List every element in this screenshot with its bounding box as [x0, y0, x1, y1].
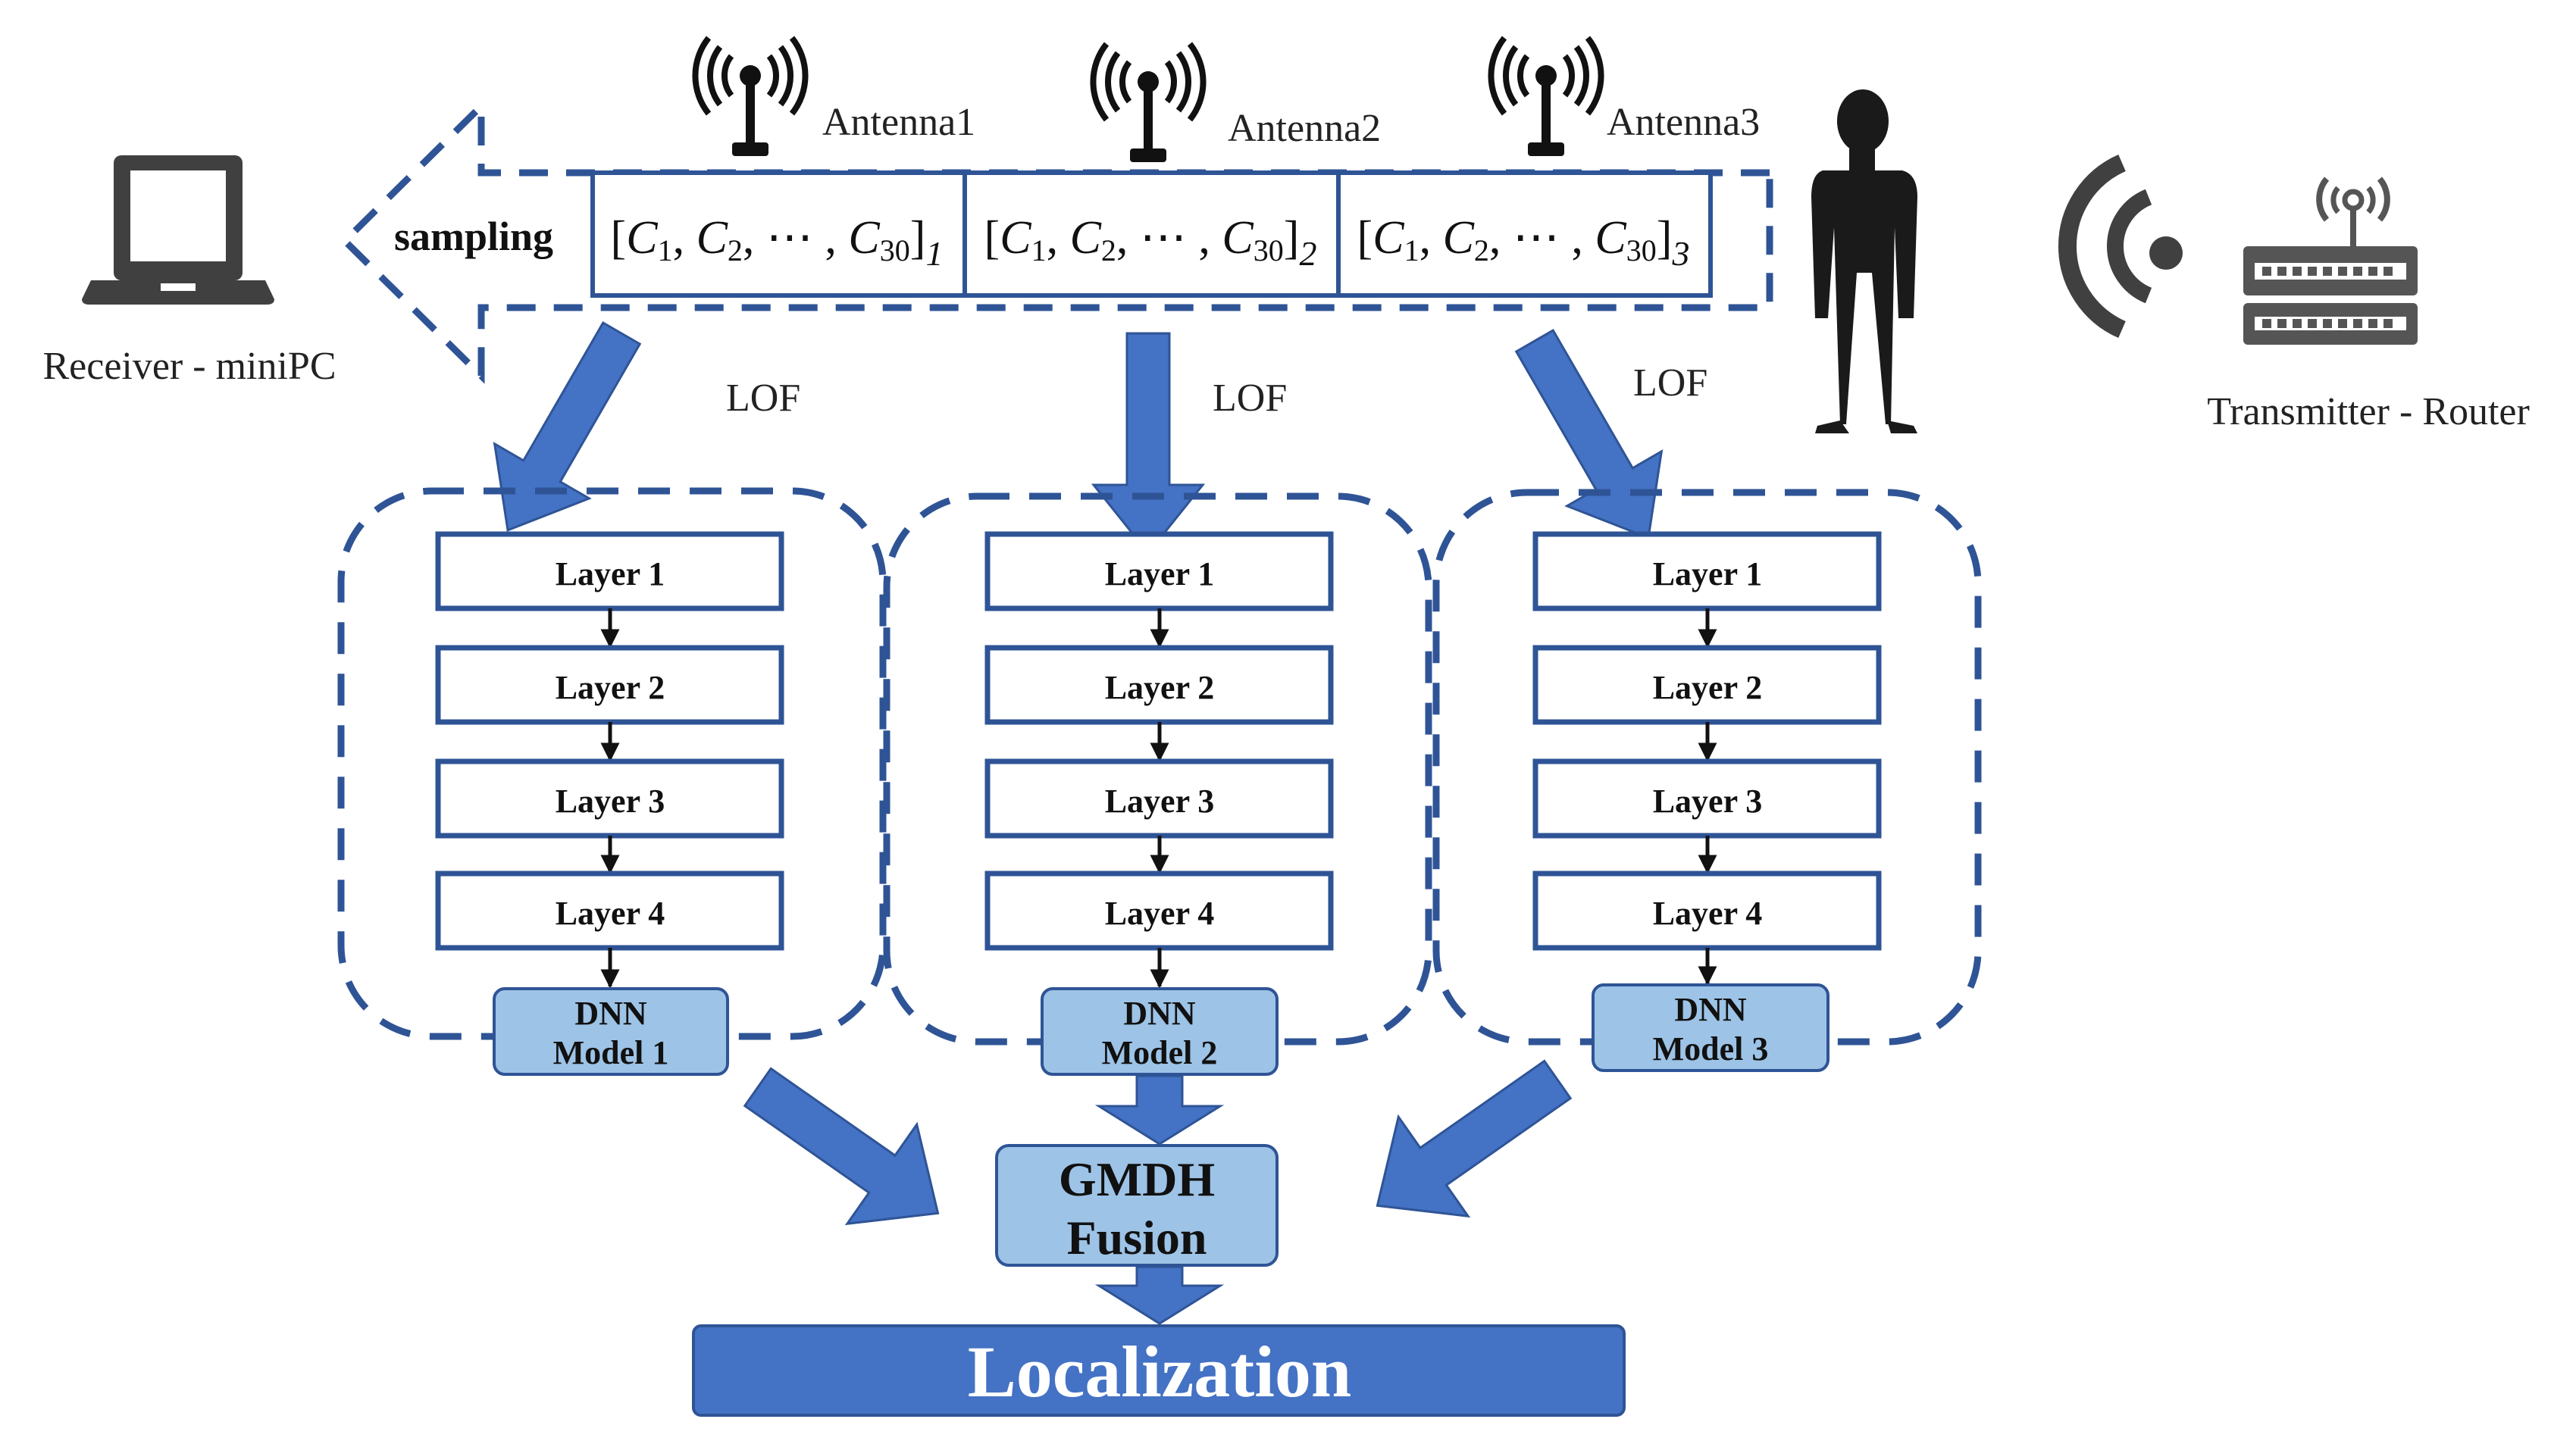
layer-label: Layer 1 — [556, 555, 665, 592]
csi-vector-3: [C1, C2, ⋯ , C30]3 — [1357, 212, 1690, 273]
localization-arrow — [1094, 1265, 1225, 1325]
router-icon — [2243, 177, 2418, 345]
layer-box — [1532, 758, 1882, 839]
layer-label: Layer 2 — [1653, 669, 1763, 706]
layer-label: Layer 3 — [1105, 783, 1215, 820]
layer-label: Layer 1 — [1105, 555, 1215, 592]
layer-label: Layer 4 — [1653, 895, 1763, 932]
dnn-model-box — [1041, 987, 1279, 1076]
localization-label: Localization — [968, 1331, 1352, 1412]
lof-arrow-1 — [493, 320, 642, 532]
antenna3-label: Antenna3 — [1607, 101, 1760, 144]
receiver-label: Receiver - miniPC — [42, 345, 336, 388]
csi-vector-table — [590, 170, 1713, 298]
fusion-arrow-left — [743, 1067, 940, 1226]
layer-box — [435, 645, 784, 725]
layer-label: Layer 1 — [1653, 555, 1763, 592]
sampling-arrow — [340, 98, 1773, 384]
layer-box — [435, 871, 784, 951]
layer-label: Layer 4 — [556, 895, 665, 932]
antenna-icon — [1488, 36, 1604, 156]
csi-vector-1: [C1, C2, ⋯ , C30]1 — [611, 212, 944, 273]
gmdh-fusion-box — [995, 1144, 1279, 1267]
dnn-model-label: Model 3 — [1653, 1030, 1769, 1067]
dnn-group-2: Layer 1 Layer 2 Layer 3 Layer 4 DNN Mode… — [984, 531, 1334, 1076]
transmitter-label: Transmitter - Router — [2207, 390, 2530, 433]
layer-box — [984, 871, 1334, 951]
layer-label: Layer 2 — [1105, 669, 1215, 706]
wifi-signal-icon — [2058, 155, 2183, 338]
dnn-model-label: Model 2 — [1102, 1034, 1218, 1071]
dnn-model-label: Model 1 — [553, 1034, 669, 1071]
layer-box — [435, 758, 784, 839]
dnn-group-3: Layer 1 Layer 2 Layer 3 Layer 4 DNN Mode… — [1532, 531, 1882, 1072]
layer-label: Layer 3 — [556, 783, 665, 820]
dnn-model-box — [493, 987, 729, 1076]
dnn-model-box — [1592, 983, 1829, 1072]
lof-arrow-2 — [1091, 332, 1206, 555]
dnn-model-label: DNN — [574, 995, 647, 1032]
lof-arrow-3 — [1514, 328, 1664, 539]
fusion-arrow-center — [1094, 1074, 1225, 1146]
gmdh-fusion-label: Fusion — [1067, 1211, 1207, 1264]
lof-label-3: LOF — [1633, 361, 1707, 405]
layer-box — [1532, 645, 1882, 725]
layer-label: Layer 4 — [1105, 895, 1215, 932]
fusion-arrow-right — [1376, 1059, 1573, 1218]
laptop-icon — [82, 155, 274, 305]
dnn-model-label: DNN — [1123, 995, 1196, 1032]
antenna2-label: Antenna2 — [1228, 107, 1381, 150]
antenna-icon — [1090, 42, 1207, 162]
layer-box — [984, 758, 1334, 839]
lof-label-1: LOF — [726, 377, 800, 420]
antenna1-label: Antenna1 — [822, 101, 975, 144]
gmdh-fusion-label: GMDH — [1059, 1152, 1215, 1206]
dnn-model-label: DNN — [1674, 991, 1747, 1028]
lof-label-2: LOF — [1213, 377, 1287, 420]
csi-vector-2: [C1, C2, ⋯ , C30]2 — [984, 212, 1317, 273]
layer-box — [984, 531, 1334, 611]
dnn-group-1: Layer 1 Layer 2 Layer 3 Layer 4 DNN Mode… — [435, 531, 784, 1076]
person-silhouette-icon — [1811, 89, 1917, 433]
layer-box — [984, 645, 1334, 725]
layer-label: Layer 2 — [556, 669, 665, 706]
layer-box — [435, 531, 784, 611]
localization-box — [692, 1324, 1626, 1417]
layer-label: Layer 3 — [1653, 783, 1763, 820]
sampling-label: sampling — [394, 214, 553, 259]
antenna-icon — [692, 36, 809, 156]
